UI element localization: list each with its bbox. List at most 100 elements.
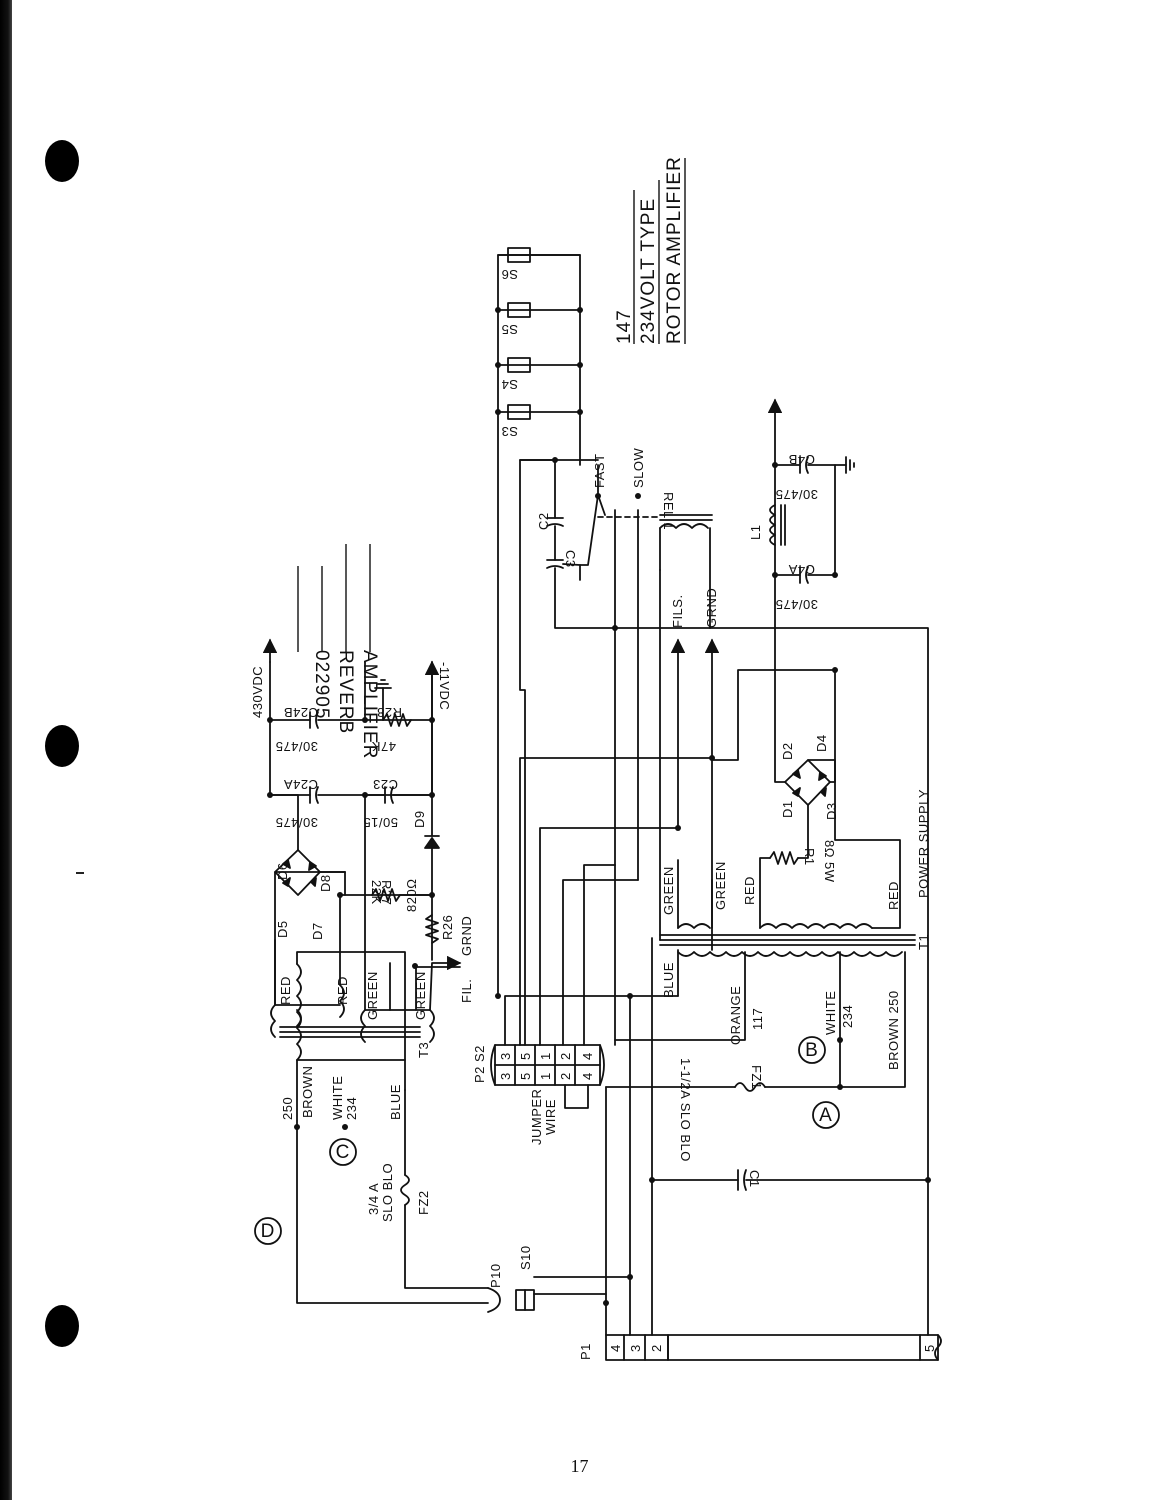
diode-label-d4: D4 — [814, 734, 829, 752]
p10-s10-plug — [487, 1287, 535, 1313]
switch-slow: SLOW — [631, 447, 646, 488]
r28-value: 47K — [371, 739, 396, 754]
plug-pin-3-b: 3 — [498, 1072, 513, 1080]
plug-pin-5-a: 5 — [518, 1052, 533, 1060]
diode-label-d6: D6 — [275, 862, 290, 880]
diode-label-d7: D7 — [310, 922, 325, 940]
output-grnd-reverb: GRND — [459, 916, 474, 956]
diode-label-d2: D2 — [780, 742, 795, 760]
c24b-value: 30/475 — [275, 739, 318, 754]
diode-label-d3: D3 — [824, 802, 839, 820]
socket-label-s3: S3 — [501, 424, 518, 439]
p1-ref: P1 — [578, 1343, 593, 1360]
jumper-wire — [564, 1084, 589, 1109]
fz1-ref: FZ1 — [749, 1065, 764, 1090]
plug-pin-2-a: 2 — [558, 1052, 573, 1060]
switch-fast: FAST — [592, 453, 607, 488]
output-fil: FIL. — [459, 979, 474, 1003]
fz2-rating-line1: 3/4 A — [366, 1183, 381, 1215]
t3-label-red-2: RED — [335, 976, 350, 1005]
p1-connector — [605, 1334, 942, 1361]
resistor-r26 — [425, 914, 439, 944]
t3-ref: T3 — [416, 1042, 431, 1058]
t1-label-green-2: GREEN — [713, 861, 728, 910]
c4a-ref: C4A — [788, 562, 815, 577]
r1-ref: R1 — [802, 848, 817, 866]
plug-pin-4-a: 4 — [580, 1052, 595, 1060]
t3-label-white: WHITE — [330, 1076, 345, 1120]
rel1-ref: REL 1 — [661, 492, 676, 530]
svg-text:D: D — [261, 1221, 276, 1242]
r26-value: 820Ω — [404, 879, 419, 912]
sockets-s3-s6 — [507, 247, 531, 420]
p10-ref: P10 — [488, 1263, 503, 1288]
t1-label-brown-250: BROWN 250 — [886, 990, 901, 1070]
plug-pin-4-b: 4 — [580, 1072, 595, 1080]
p1-pin-2: 2 — [649, 1344, 664, 1352]
wire-d-250 — [296, 1126, 489, 1304]
section-mark-a: A — [812, 1101, 840, 1129]
r27-ref: R27 — [379, 880, 394, 905]
p1-pin-5: 5 — [922, 1344, 937, 1352]
c23-value: 50/15 — [363, 815, 398, 830]
punch-hole — [45, 140, 79, 182]
s10-ref: S10 — [518, 1245, 533, 1270]
c1-ref: C1 — [747, 1170, 762, 1188]
resistor-r27 — [371, 888, 401, 902]
voltage-minus-11vdc: -11VDC — [437, 662, 452, 710]
p2-s2-plug — [490, 1044, 605, 1086]
inductor-l1 — [769, 504, 776, 546]
p1-pin-3: 3 — [628, 1344, 643, 1352]
l1-ref: L1 — [748, 525, 763, 540]
reverb-title-line3: AMPLIFIER — [359, 650, 380, 759]
section-mark-b: B — [798, 1036, 826, 1064]
t1-label-blue: BLUE — [661, 962, 676, 998]
t1-label-234: 234 — [840, 1005, 855, 1028]
fz2-rating-line2: SLO BLO — [380, 1163, 395, 1222]
plug-pin-1-a: 1 — [538, 1052, 553, 1060]
diode-d9 — [424, 837, 440, 849]
t3-label-234: 234 — [344, 1097, 359, 1120]
output-grnd-rotor: GRND — [704, 588, 719, 628]
t3-label-green-1: GREEN — [365, 971, 380, 1020]
reverb-title-line1: 022905 — [311, 650, 332, 719]
r27-value: 22K — [369, 880, 384, 905]
transformer-t1 — [659, 923, 916, 957]
socket-label-s4: S4 — [501, 377, 518, 392]
fz2-ref: FZ2 — [416, 1190, 431, 1215]
plug-pin-1-b: 1 — [538, 1072, 553, 1080]
t1-label-orange: ORANGE — [728, 986, 743, 1045]
svg-text:B: B — [805, 1040, 819, 1061]
t1-ref: T1 — [916, 934, 931, 950]
resistor-r28 — [382, 713, 412, 727]
r1-value: 8Ω 5W — [822, 840, 837, 883]
t1-label-red-2: RED — [886, 881, 901, 910]
reverb-title-line2: REVERB — [335, 650, 356, 734]
diode-label-d8: D8 — [318, 874, 333, 892]
output-fils: FILS. — [670, 594, 685, 628]
t1-label-white: WHITE — [823, 991, 838, 1035]
diode-label-d9: D9 — [412, 810, 427, 828]
r26-ref: R26 — [440, 915, 455, 940]
c24b-ref: C24B — [283, 705, 318, 720]
t3-label-red-1: RED — [278, 976, 293, 1005]
resistor-r1 — [769, 851, 799, 865]
p1-pin-4: 4 — [608, 1344, 623, 1352]
plug-pin-5-b: 5 — [518, 1072, 533, 1080]
svg-text:C: C — [336, 1142, 351, 1163]
diode-bridge-d1-d4 — [784, 759, 831, 806]
fz1-rating: 1-1/2A SLO BLO — [678, 1058, 693, 1162]
power-supply-caption: POWER SUPPLY — [916, 789, 931, 898]
socket-label-s5: S5 — [501, 322, 518, 337]
jumper-label-line1: JUMPER — [529, 1089, 544, 1145]
t1-label-green-1: GREEN — [661, 866, 676, 915]
jumper-label-line2: WIRE — [543, 1099, 558, 1135]
plug-p2-s2-ref: P2 S2 — [472, 1045, 487, 1083]
diode-label-d1: D1 — [780, 800, 795, 818]
c24a-value: 30/475 — [275, 815, 318, 830]
c4b-value: 30/475 — [775, 487, 818, 502]
t3-label-green-2: GREEN — [413, 971, 428, 1020]
rotor-title-line2: 234VOLT TYPE — [638, 198, 659, 344]
punch-hole — [45, 725, 79, 767]
fuse-fz2-symbol — [400, 1174, 410, 1206]
